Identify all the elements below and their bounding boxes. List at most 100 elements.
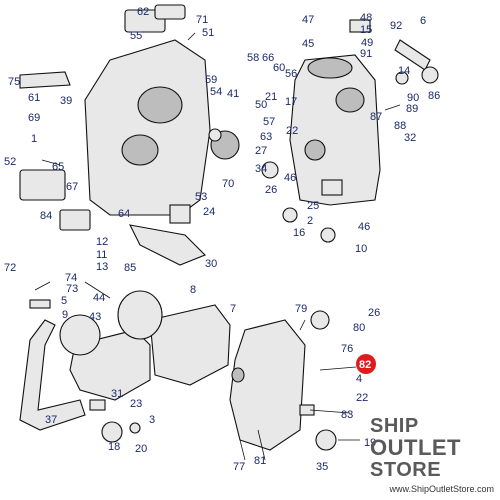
callout-71: 71 bbox=[196, 14, 208, 26]
callout-91: 91 bbox=[360, 48, 372, 60]
callout-46: 46 bbox=[284, 172, 296, 184]
callout-73: 73 bbox=[66, 283, 78, 295]
ship-outlet-store-logo: SHIP OUTLET STORE bbox=[370, 415, 490, 481]
callout-3: 3 bbox=[149, 414, 155, 426]
callout-32: 32 bbox=[404, 132, 416, 144]
callout-8: 8 bbox=[190, 284, 196, 296]
highlight-circle bbox=[356, 354, 376, 374]
callout-88: 88 bbox=[394, 120, 406, 132]
callout-labels: 62 71 55 51 58 66 60 56 59 54 41 50 21 1… bbox=[4, 6, 440, 473]
callout-14: 14 bbox=[398, 65, 410, 77]
callout-9: 9 bbox=[62, 309, 68, 321]
callout-50: 50 bbox=[255, 99, 267, 111]
callout-86: 86 bbox=[428, 90, 440, 102]
callout-19: 19 bbox=[364, 437, 376, 449]
callout-7: 7 bbox=[230, 303, 236, 315]
callout-44: 44 bbox=[93, 292, 105, 304]
callout-2: 2 bbox=[307, 215, 313, 227]
callout-77: 77 bbox=[233, 461, 245, 473]
callout-85: 85 bbox=[124, 262, 136, 274]
callout-56: 56 bbox=[285, 68, 297, 80]
callout-20: 20 bbox=[135, 443, 147, 455]
small-components bbox=[19, 19, 439, 451]
callout-87: 87 bbox=[370, 111, 382, 123]
callout-89: 89 bbox=[406, 103, 418, 115]
callout-43: 43 bbox=[89, 311, 101, 323]
drive-shaft-housing bbox=[289, 54, 381, 206]
highlighted-part-number: 82 bbox=[359, 359, 371, 371]
callout-12: 12 bbox=[96, 236, 108, 248]
callout-23: 23 bbox=[130, 398, 142, 410]
callout-90: 90 bbox=[407, 92, 419, 104]
callout-6: 6 bbox=[420, 15, 426, 27]
callout-81: 81 bbox=[254, 455, 266, 467]
store-url[interactable]: www.ShipOutletStore.com bbox=[389, 484, 494, 494]
callout-62: 62 bbox=[137, 6, 149, 18]
callout-69: 69 bbox=[28, 112, 40, 124]
callout-54: 54 bbox=[210, 86, 222, 98]
callout-64: 64 bbox=[118, 208, 130, 220]
callout-58: 58 bbox=[247, 52, 259, 64]
leader-lines bbox=[34, 32, 401, 461]
callout-24: 24 bbox=[203, 206, 215, 218]
callout-22: 22 bbox=[286, 125, 298, 137]
callout-74: 74 bbox=[65, 272, 77, 284]
callout-1: 1 bbox=[31, 133, 37, 145]
callout-84: 84 bbox=[40, 210, 52, 222]
callout-57: 57 bbox=[263, 116, 275, 128]
callout-4: 4 bbox=[356, 373, 362, 385]
callout-75: 75 bbox=[8, 76, 20, 88]
callout-45: 45 bbox=[302, 38, 314, 50]
brand-line-store: STORE bbox=[370, 459, 442, 481]
callout-18: 18 bbox=[108, 441, 120, 453]
callout-61: 61 bbox=[28, 92, 40, 104]
callout-13: 13 bbox=[96, 261, 108, 273]
callout-67: 67 bbox=[66, 181, 78, 193]
callout-26: 26 bbox=[265, 184, 277, 196]
callout-59: 59 bbox=[205, 74, 217, 86]
callout-21: 21 bbox=[265, 91, 277, 103]
callout-5: 5 bbox=[61, 295, 67, 307]
brand-line-outlet: OUTLET bbox=[370, 435, 461, 460]
callout-47: 47 bbox=[302, 14, 314, 26]
callout-46-b: 46 bbox=[358, 221, 370, 233]
bellows-assembly bbox=[59, 290, 231, 401]
callout-63: 63 bbox=[260, 131, 272, 143]
callout-83: 83 bbox=[341, 409, 353, 421]
callout-76: 76 bbox=[341, 343, 353, 355]
upper-gear-housing bbox=[84, 4, 211, 216]
callout-17: 17 bbox=[285, 96, 297, 108]
callout-55: 55 bbox=[130, 30, 142, 42]
callout-48: 48 bbox=[360, 12, 372, 24]
callout-35: 35 bbox=[316, 461, 328, 473]
callout-72: 72 bbox=[4, 262, 16, 274]
callout-34: 34 bbox=[255, 163, 267, 175]
callout-26-b: 26 bbox=[368, 307, 380, 319]
callout-53: 53 bbox=[195, 191, 207, 203]
highlighted-callout[interactable]: 82 bbox=[356, 354, 376, 374]
callout-22-b: 22 bbox=[356, 392, 368, 404]
callout-65: 65 bbox=[52, 161, 64, 173]
callout-51: 51 bbox=[202, 27, 214, 39]
callout-10: 10 bbox=[355, 243, 367, 255]
callout-11: 11 bbox=[96, 249, 107, 261]
callout-27: 27 bbox=[255, 145, 267, 157]
exhaust-tube bbox=[19, 319, 86, 431]
callout-39: 39 bbox=[60, 95, 72, 107]
callout-25: 25 bbox=[307, 200, 319, 212]
callout-16: 16 bbox=[293, 227, 305, 239]
callout-31: 31 bbox=[111, 388, 123, 400]
callout-60: 60 bbox=[273, 62, 285, 74]
callout-52: 52 bbox=[4, 156, 16, 168]
brand-line-ship: SHIP bbox=[370, 415, 419, 437]
callout-49: 49 bbox=[361, 37, 373, 49]
callout-70: 70 bbox=[222, 178, 234, 190]
callout-66: 66 bbox=[262, 52, 274, 64]
gimbal-housing bbox=[229, 319, 306, 451]
callout-92: 92 bbox=[390, 20, 402, 32]
callout-79: 79 bbox=[295, 303, 307, 315]
callout-41: 41 bbox=[227, 88, 239, 100]
callout-30: 30 bbox=[205, 258, 217, 270]
